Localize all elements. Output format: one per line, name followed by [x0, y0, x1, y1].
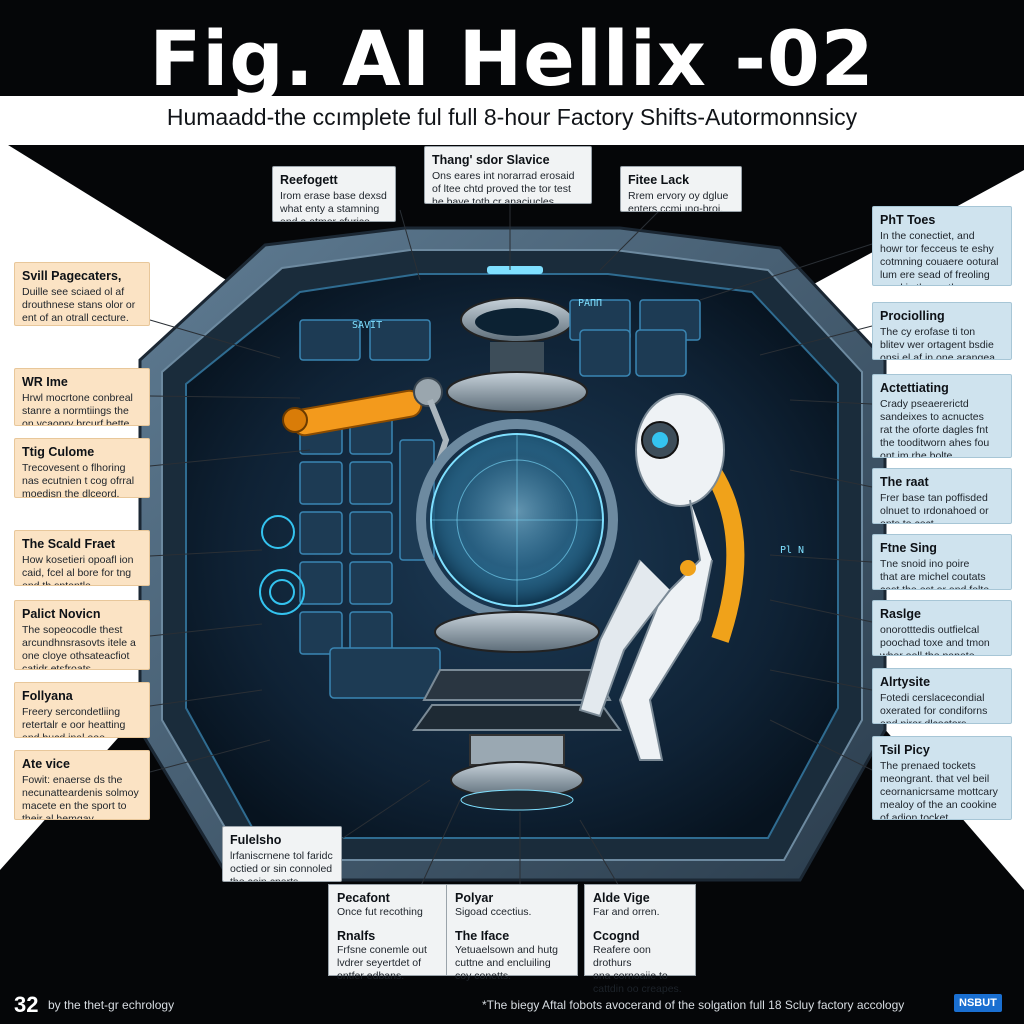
- box-title-2: Ccognd: [593, 929, 640, 943]
- figure-subtitle: Humaadd-the ccımplete ful full 8-hour Fa…: [166, 104, 858, 130]
- callout-title: Prociolling: [880, 309, 945, 323]
- box-title-1: Polyar: [455, 891, 494, 905]
- figure-title: Fig. AI Hellix -02: [149, 14, 875, 103]
- callout-text: Freery sercondetliing retertalr e oor he…: [22, 706, 126, 738]
- box-title-1: Pecafont: [337, 891, 390, 905]
- bottom-box-1: Pecafont Once fut recothing Rnalfs Frfsn…: [328, 884, 458, 982]
- hud-left-ring: [259, 515, 305, 615]
- callout-right-6: Raslge onorotttedis outfielcal poochad t…: [872, 600, 1012, 656]
- box-text-2: Yetuaelsown and hutg cuttne and encluili…: [455, 944, 558, 982]
- box-text-1: Far and orren.: [593, 906, 660, 918]
- callout-left-6: Follyana Freery sercondetliing retertalr…: [14, 682, 150, 738]
- callout-text: Duille see sciaed ol af drouthnese stans…: [22, 286, 136, 324]
- callout-title: Thang' sdor Slavice: [432, 153, 550, 167]
- callout-top-2: Thang' sdor Slavice Ons eares int norarr…: [424, 146, 592, 204]
- callout-text: Crady pseaererictd sandeixes to acnuctes…: [880, 398, 990, 458]
- page-number: 32: [14, 992, 39, 1017]
- callout-right-3: Actettiating Crady pseaererictd sandeixe…: [872, 374, 1012, 458]
- callout-title: Tsil Picy: [880, 743, 930, 757]
- bottom-box-3: Alde Vige Far and orren. Ccognd Reafere …: [584, 884, 696, 995]
- callout-text: The prenaed tockets meongrant. that vel …: [880, 760, 998, 820]
- central-core: [412, 297, 622, 811]
- callout-title: Fitee Lack: [628, 173, 690, 187]
- callout-title: Follyana: [22, 689, 73, 703]
- humanoid-robot: [578, 393, 745, 761]
- callout-text: Fowit: enaerse ds the necunatteardenis s…: [22, 774, 139, 820]
- callout-title: Svill Pagecaters,: [22, 269, 122, 283]
- callout-text: The sopeocodle thest arcundhnsrasovts it…: [22, 624, 136, 670]
- hud-label-top-left: PAΠΠ: [578, 298, 603, 309]
- callout-text: Irom erase base dexsd what enty a stamni…: [280, 190, 387, 222]
- callout-right-2: Prociolling The cy erofase ti ton blitev…: [872, 302, 1012, 360]
- callout-text: lrfaniscrnene tol faridc octied or sin c…: [230, 850, 333, 882]
- callout-title: Ttig Culome: [22, 445, 95, 459]
- background-header-band: [0, 96, 1024, 145]
- callout-title: Ftne Sing: [880, 541, 937, 555]
- box-text-1: Sigoad ccectius.: [455, 906, 532, 918]
- bottom-box-2: Polyar Sigoad ccectius. The Iface Yetuae…: [446, 884, 578, 982]
- callout-bottom-mid: Fulelsho lrfaniscrnene tol faridc octied…: [222, 826, 342, 882]
- callout-text: Ons eares int norarrad erosaid of ltee c…: [432, 170, 575, 204]
- left-wall-panels: [299, 319, 441, 699]
- callout-right-4: The raat Frer base tan poffisded olnuet …: [872, 468, 1012, 524]
- callout-right-7: Alrtysite Fotedi cerslacecondial oxerate…: [872, 668, 1012, 724]
- box-title-2: Rnalfs: [337, 929, 376, 943]
- hud-label-left-panel: SAVIT: [352, 320, 383, 331]
- footer-left: by the thet-gr echrology: [48, 998, 175, 1012]
- callout-title: WR Ime: [22, 375, 68, 389]
- callout-title: PhT Toes: [880, 213, 936, 227]
- box-text-2: Frfsne conemle out lvdrer seyertdet of o…: [337, 944, 427, 982]
- callout-text: Rrem ervory oy dglue enters ccmi ıng-bro…: [628, 190, 729, 212]
- callout-text: How kosetieri opoafl ion caid, fcel al b…: [22, 554, 134, 586]
- callout-text: Frer base tan poffisded olnuet to ırdona…: [880, 492, 989, 524]
- callout-top-1: Reefogett Irom erase base dexsd what ent…: [272, 166, 396, 222]
- callout-title: Raslge: [880, 607, 921, 621]
- callout-title: The raat: [880, 475, 929, 489]
- callout-title: Actettiating: [880, 381, 949, 395]
- callout-title: Ate vice: [22, 757, 70, 771]
- callout-left-1: Svill Pagecaters, Duille see sciaed ol a…: [14, 262, 150, 326]
- callout-title: Reefogett: [280, 173, 338, 187]
- leader-lines: [149, 200, 873, 889]
- callout-text: onorotttedis outfielcal poochad toxe and…: [880, 624, 990, 656]
- callout-text: Hrwl mocrtone conbreal stanre a normtiin…: [22, 392, 133, 426]
- footer-right: *The biegy Aftal fobots avocerand of the…: [482, 998, 905, 1012]
- callout-title: Fulelsho: [230, 833, 282, 847]
- box-title-1: Alde Vige: [593, 891, 650, 905]
- callout-text: Fotedi cerslacecondial oxerated for cond…: [880, 692, 988, 724]
- callout-right-1: PhT Toes In the conectiet, and howr tor …: [872, 206, 1012, 286]
- callout-left-7: Ate vice Fowit: enaerse ds the necunatte…: [14, 750, 150, 820]
- hud-label-right-side: Pl N: [780, 545, 805, 556]
- right-wall-panels: [569, 299, 701, 377]
- box-title-2: The Iface: [455, 929, 510, 943]
- callout-title: Alrtysite: [880, 675, 931, 689]
- box-text-1: Once fut recothing: [337, 906, 423, 918]
- callout-left-5: Palict Novicn The sopeocodle thest arcun…: [14, 600, 150, 670]
- callout-left-2: WR Ime Hrwl mocrtone conbreal stanre a n…: [14, 368, 150, 426]
- callout-text: Trecovesent o flhoring nas ecutnien t co…: [22, 462, 135, 498]
- callout-right-8: Tsil Picy The prenaed tockets meongrant.…: [872, 736, 1012, 820]
- footer-badge: NSBUT: [954, 994, 1002, 1012]
- callout-text: Tne snoid ino poire that are michel cout…: [880, 558, 993, 590]
- callout-left-4: The Scald Fraet How kosetieri opoafl ion…: [14, 530, 150, 586]
- callout-left-3: Ttig Culome Trecovesent o flhoring nas e…: [14, 438, 150, 498]
- callout-text: In the conectiet, and howr tor fecceus t…: [880, 230, 999, 285]
- callout-top-3: Fitee Lack Rrem ervory oy dglue enters c…: [620, 166, 742, 212]
- callout-title: The Scald Fraet: [22, 537, 116, 551]
- top-light-strip: [487, 266, 543, 274]
- callout-right-5: Ftne Sing Tne snoid ino poire that are m…: [872, 534, 1012, 590]
- box-text-2: Reafere oon drothurs ona cornoaiie to ca…: [593, 944, 682, 995]
- callout-text: The cy erofase ti ton blitev wer ortagen…: [880, 326, 998, 360]
- callout-title: Palict Novicn: [22, 607, 101, 621]
